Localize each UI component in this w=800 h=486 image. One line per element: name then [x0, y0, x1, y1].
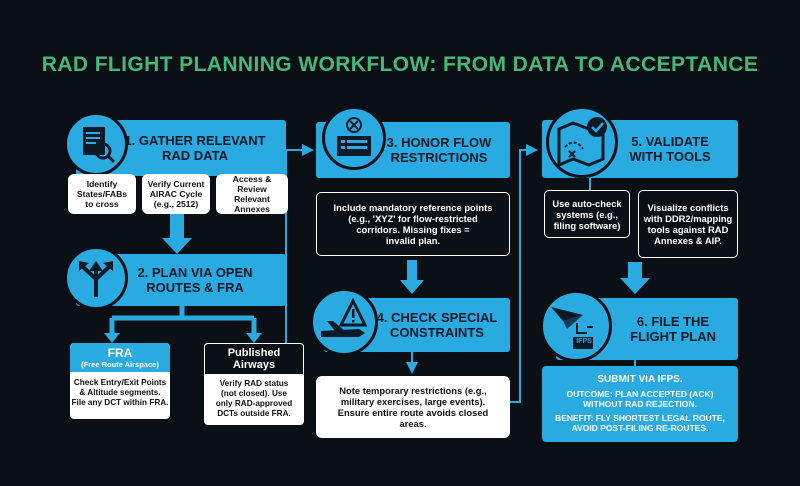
fra-text: Check Entry/Exit Points & Altitude segme…	[71, 378, 169, 407]
arrow-2-airways-head	[246, 333, 262, 343]
outcome-text: OUTCOME: PLAN ACCEPTED (ACK) WITHOUT RAD…	[566, 389, 714, 409]
arrow-2-fra-head	[104, 333, 120, 343]
arrow-3-to-4-shaft	[407, 260, 417, 282]
step-3-icon-circle	[322, 106, 386, 170]
step-5-icon-circle	[546, 106, 618, 178]
checklist-icon	[337, 117, 371, 156]
submit-text: SUBMIT VIA IFPS.	[597, 374, 683, 385]
ifps-badge: IFPS	[576, 338, 592, 345]
airways-header: Published Airways	[204, 343, 304, 375]
step-5-note-autocheck: Use auto-check systems (e.g., filing sof…	[544, 190, 630, 238]
document-search-icon	[83, 127, 116, 164]
step-4-icon-circle	[310, 288, 378, 356]
step-3-note: Include mandatory reference points (e.g.…	[316, 192, 510, 256]
arrow-1-to-2-head	[162, 238, 192, 254]
step-6-label: 6. FILE THE FLIGHT PLAN	[630, 314, 716, 344]
step-1-label: 1. GATHER RELEVANT RAD DATA	[124, 133, 266, 163]
step-1-icon-circle	[64, 112, 128, 176]
step-1-note-states: Identify States/FABs to cross	[68, 174, 136, 214]
step-1-note-airac: Verify Current AIRAC Cycle (e.g., 2512)	[142, 174, 210, 214]
arrow-5-to-6-head	[620, 278, 650, 294]
benefit-text: BENEFIT: FLY SHORTEST LEGAL ROUTE, AVOID…	[555, 413, 725, 433]
arrow-3-to-4-head	[400, 280, 424, 294]
step-5-note-visualize: Visualize conflicts with DDR2/mapping to…	[638, 190, 738, 258]
arrow-2-split	[109, 300, 257, 335]
paper-plane-icon	[551, 307, 593, 349]
arrow-5-to-6-shaft	[628, 262, 642, 280]
step-2-icon-circle	[64, 246, 128, 310]
arrow-4-to-5	[510, 144, 538, 403]
step-5-label: 5. VALIDATE WITH TOOLS	[629, 134, 711, 164]
step-4-note: Note temporary restrictions (e.g., milit…	[316, 376, 510, 438]
map-check-icon	[557, 117, 607, 168]
fra-subtitle: (Free Route Airspace)	[81, 360, 159, 369]
airways-title: Published Airways	[227, 347, 281, 371]
step-6-submit-panel: SUBMIT VIA IFPS. OUTCOME: PLAN ACCEPTED …	[542, 366, 738, 442]
jet-warning-icon	[321, 297, 368, 337]
diverging-arrows-icon	[79, 261, 113, 297]
fra-title: FRA	[107, 346, 133, 360]
fra-header: FRA (Free Route Airspace)	[70, 343, 170, 372]
airways-text: Verify RAD status (not closed). Use only…	[215, 379, 293, 418]
step-3-label: 3. HONOR FLOW RESTRICTIONS	[386, 135, 492, 165]
step-2-label: 2. PLAN VIA OPEN ROUTES & FRA	[137, 265, 253, 295]
step-4-label: 4. CHECK SPECIAL CONSTRAINTS	[376, 310, 498, 340]
step-6-icon-circle: IFPS	[540, 290, 612, 362]
step-1-note-annexes: Access & Review Relevant Annexes	[216, 174, 288, 214]
page-title: RAD FLIGHT PLANNING WORKFLOW: FROM DATA …	[41, 53, 759, 76]
arrow-1-to-2-shaft	[170, 208, 184, 240]
airways-card: Published Airways Verify RAD status (not…	[204, 343, 304, 425]
fra-card: FRA (Free Route Airspace) Check Entry/Ex…	[70, 343, 170, 419]
